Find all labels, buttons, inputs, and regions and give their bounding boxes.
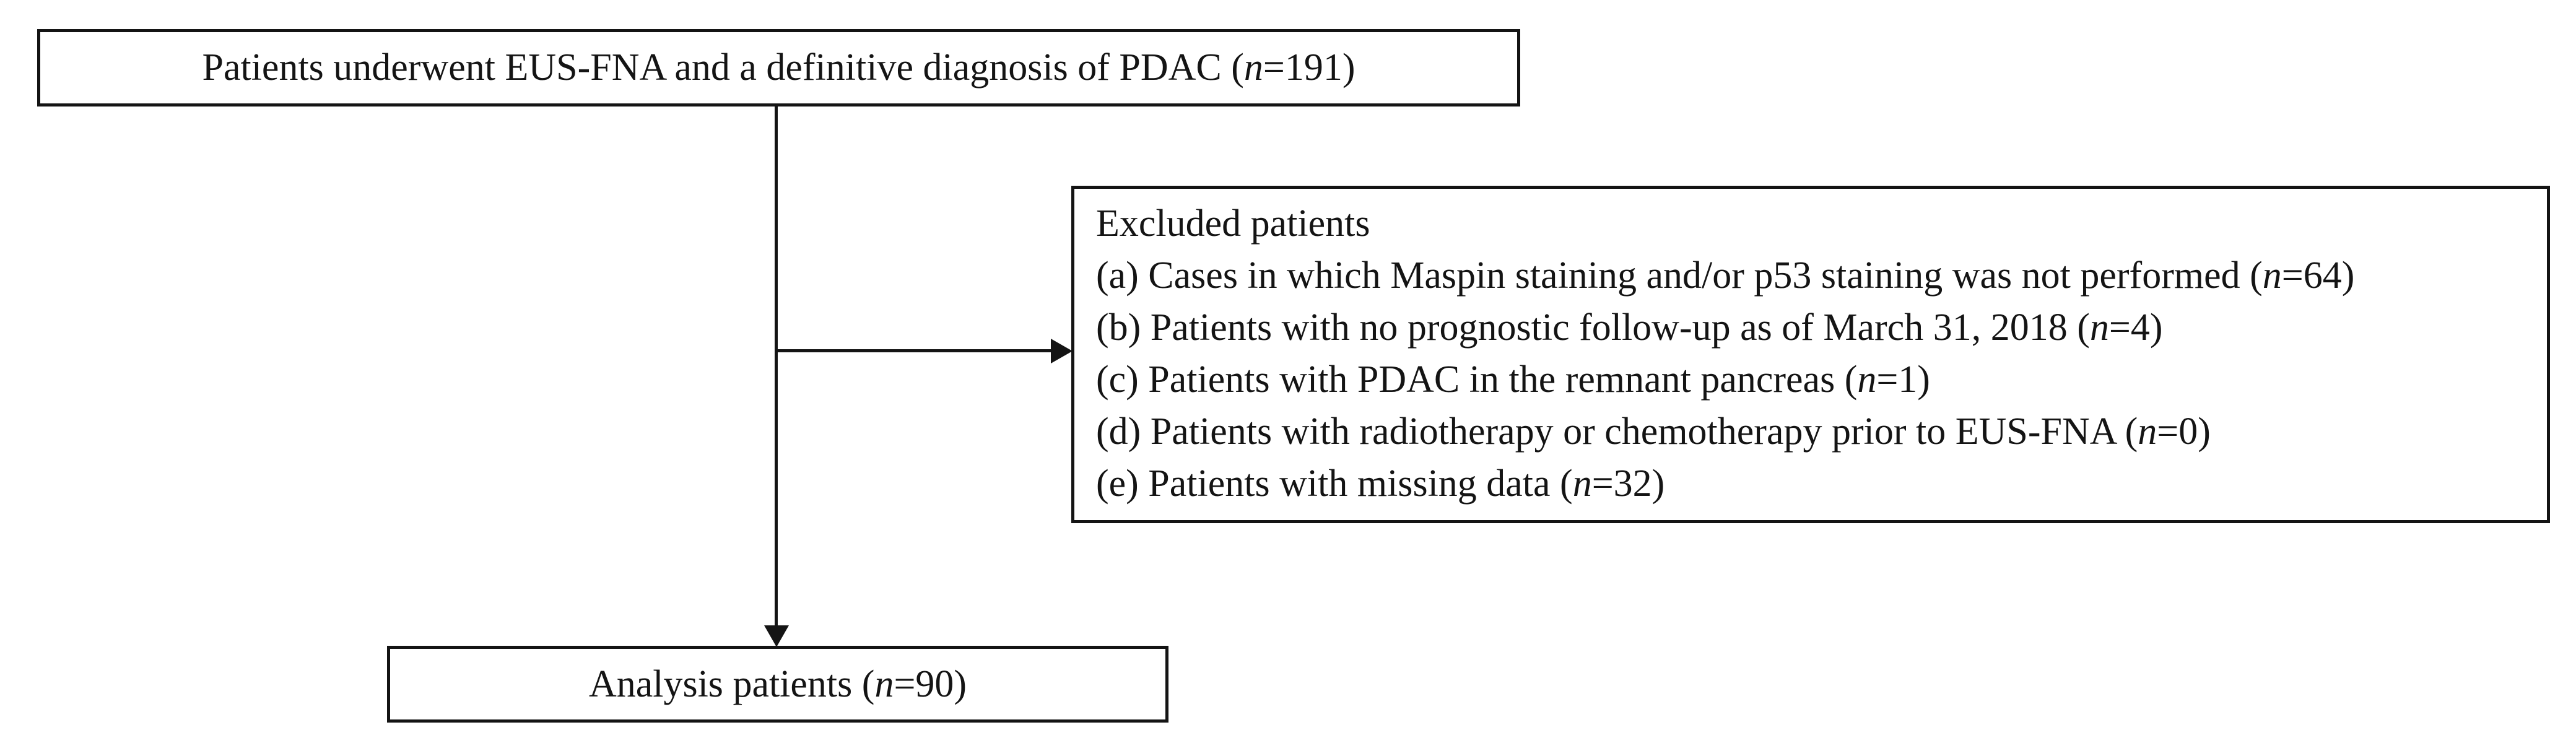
connector-horizontal-line xyxy=(775,349,1055,352)
connector-vertical-line xyxy=(775,106,778,630)
excluded-item-d: (d) Patients with radiotherapy or chemot… xyxy=(1096,411,2211,453)
node-enrolled-patients-label: Patients underwent EUS-FNA and a definit… xyxy=(202,46,1355,89)
excluded-item-e: (e) Patients with missing data (n=32) xyxy=(1096,463,1665,505)
excluded-item-c: (c) Patients with PDAC in the remnant pa… xyxy=(1096,358,1930,401)
excluded-title: Excluded patients xyxy=(1096,202,1370,245)
arrowhead-right-icon xyxy=(1051,339,1073,363)
arrowhead-down-icon xyxy=(764,625,789,647)
node-enrolled-patients: Patients underwent EUS-FNA and a definit… xyxy=(37,29,1520,106)
node-analysis-patients-label: Analysis patients (n=90) xyxy=(588,663,967,705)
node-excluded-patients: Excluded patients (a) Cases in which Mas… xyxy=(1071,186,2550,523)
node-analysis-patients: Analysis patients (n=90) xyxy=(387,646,1168,723)
excluded-item-b: (b) Patients with no prognostic follow-u… xyxy=(1096,306,2163,349)
excluded-item-a: (a) Cases in which Maspin staining and/o… xyxy=(1096,254,2355,297)
